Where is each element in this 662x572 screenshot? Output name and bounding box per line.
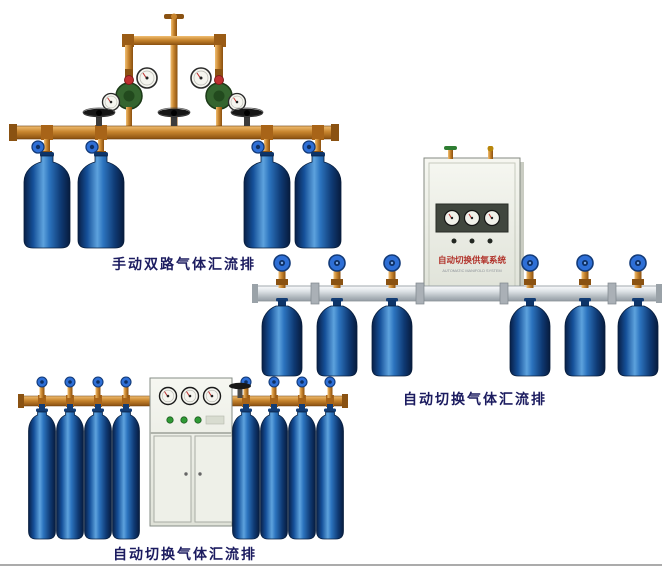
blue-handwheel-icon	[521, 254, 539, 272]
top-valve	[164, 13, 184, 44]
panel-knob	[469, 238, 475, 244]
cylinder-valve	[268, 376, 280, 398]
gas-cylinder	[56, 408, 84, 540]
gas-cylinder	[617, 297, 659, 377]
gas-cylinder	[232, 408, 260, 540]
indicator-light	[166, 416, 174, 424]
product-auto-switch-cabinet: 自动切换气体汇流排	[18, 374, 350, 566]
pressure-regulator-right	[190, 67, 247, 128]
pressure-gauge	[158, 386, 178, 406]
blue-handwheel-icon	[273, 254, 291, 272]
blue-handwheel-icon	[324, 376, 336, 388]
manifold-pipe	[9, 124, 339, 141]
pressure-gauge	[136, 67, 158, 89]
gas-cylinder	[28, 408, 56, 540]
pressure-gauge	[483, 209, 501, 227]
blue-handwheel-icon	[383, 254, 401, 272]
pressure-regulator-left	[101, 67, 158, 128]
cabinet-subtitle: AUTOMATIC MANIFOLD SYSTEM	[442, 269, 501, 273]
cylinder-valve	[92, 376, 104, 398]
indicator-light	[194, 416, 202, 424]
cabinet-top-fittings	[444, 146, 494, 159]
footer-divider	[0, 564, 662, 566]
blue-handwheel-icon	[328, 254, 346, 272]
blue-handwheel-icon	[36, 376, 48, 388]
handwheel-valve	[230, 107, 264, 127]
product-image-manual-dual	[9, 13, 342, 249]
product-image-auto-switch-wall: 自动切换供氧系统 AUTOMATIC MANIFOLD SYSTEM	[252, 146, 662, 377]
pressure-gauge	[180, 386, 200, 406]
blue-handwheel-icon	[92, 376, 104, 388]
cylinder-valve	[576, 254, 594, 288]
gas-cylinder	[316, 297, 358, 377]
indicator-light	[180, 416, 188, 424]
handwheel-valve	[229, 382, 251, 398]
handwheel-valve	[157, 107, 191, 127]
blue-handwheel-icon	[31, 140, 45, 154]
cabinet-door	[153, 435, 192, 523]
cylinder-valve	[36, 376, 48, 398]
blue-handwheel-icon	[629, 254, 647, 272]
cylinder-valve	[521, 254, 539, 288]
pressure-gauge	[202, 386, 222, 406]
gas-cylinder	[260, 408, 288, 540]
cylinder-valve	[240, 376, 252, 398]
gas-cylinder	[23, 151, 71, 249]
cylinder-valve	[383, 254, 401, 288]
blue-handwheel-icon	[296, 376, 308, 388]
cylinder-valve	[296, 376, 308, 398]
pressure-gauge	[463, 209, 481, 227]
product-caption: 自动切换气体汇流排	[403, 391, 547, 407]
product-manual-dual-manifold: 手动双路气体汇流排	[4, 8, 344, 274]
gas-cylinder	[288, 408, 316, 540]
panel-knob	[451, 238, 457, 244]
pressure-gauge	[190, 67, 212, 89]
product-auto-switch-wall: 自动切换供氧系统 AUTOMATIC MANIFOLD SYSTEM	[252, 146, 662, 412]
gas-cylinder	[112, 408, 140, 540]
gas-cylinder	[371, 297, 413, 377]
cylinder-valve	[328, 254, 346, 288]
header-pipe	[122, 34, 226, 126]
blue-handwheel-icon	[268, 376, 280, 388]
blue-handwheel-icon	[576, 254, 594, 272]
panel-knob	[487, 238, 493, 244]
blue-handwheel-icon	[120, 376, 132, 388]
gas-cylinder	[77, 151, 125, 249]
label-plate	[205, 415, 225, 425]
product-caption: 手动双路气体汇流排	[112, 256, 256, 272]
door-handle	[198, 472, 202, 476]
cylinder-valve	[629, 254, 647, 288]
gas-cylinder	[509, 297, 551, 377]
control-cabinet	[149, 377, 233, 527]
product-image-auto-switch-cabinet	[18, 376, 348, 540]
product-caption: 自动切换气体汇流排	[113, 546, 257, 562]
gas-cylinder	[84, 408, 112, 540]
gas-cylinder	[261, 297, 303, 377]
gas-cylinder	[316, 408, 344, 540]
cabinet-door	[194, 435, 233, 523]
cabinet-title: 自动切换供氧系统	[438, 255, 507, 265]
manifold-rail	[252, 282, 662, 305]
blue-handwheel-icon	[85, 140, 99, 154]
handwheel-valve	[82, 107, 116, 127]
control-cabinet: 自动切换供氧系统 AUTOMATIC MANIFOLD SYSTEM	[423, 146, 524, 300]
pressure-gauge	[443, 209, 461, 227]
cylinder-valve	[324, 376, 336, 398]
cylinder-valve	[273, 254, 291, 288]
cylinder-valve	[64, 376, 76, 398]
gas-cylinder	[564, 297, 606, 377]
cylinder-valve	[120, 376, 132, 398]
blue-handwheel-icon	[64, 376, 76, 388]
door-handle	[184, 472, 188, 476]
